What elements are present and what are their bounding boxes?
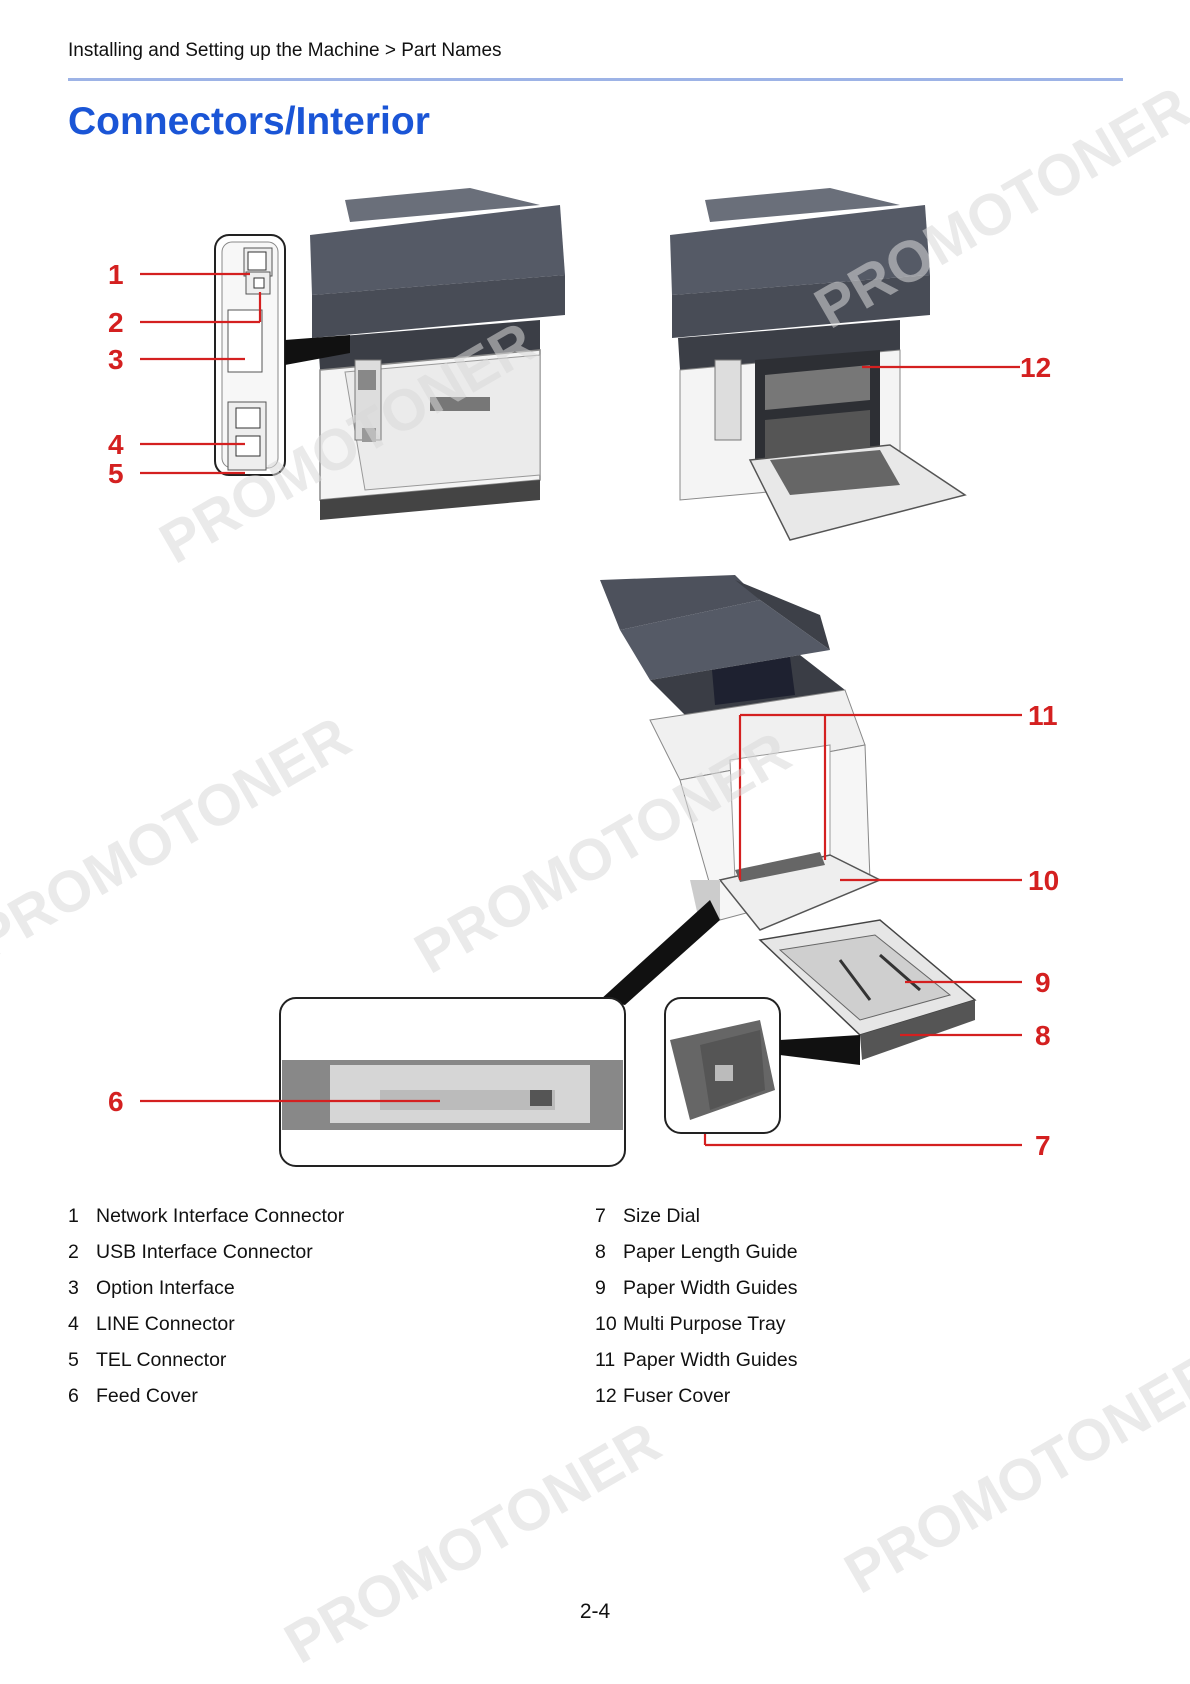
callout-8: 8 bbox=[1035, 1020, 1051, 1051]
legend-item: 6 Feed Cover bbox=[68, 1378, 344, 1414]
cassette-illustration bbox=[758, 919, 977, 1060]
watermark: PROMOTONER bbox=[834, 1339, 1190, 1606]
legend-item: 12 Fuser Cover bbox=[595, 1378, 798, 1414]
callout-10: 10 bbox=[1028, 865, 1059, 896]
legend-num: 2 bbox=[68, 1240, 79, 1263]
legend-item: 1 Network Interface Connector bbox=[68, 1198, 344, 1234]
breadcrumb: Installing and Setting up the Machine > … bbox=[68, 40, 502, 61]
callout-4: 4 bbox=[108, 429, 124, 460]
legend-label: Paper Length Guide bbox=[623, 1240, 798, 1263]
watermark: PROMOTONER bbox=[274, 1409, 671, 1676]
legend-num: 9 bbox=[595, 1276, 606, 1299]
size-dial-zoom bbox=[664, 997, 860, 1134]
legend-num: 6 bbox=[68, 1384, 79, 1407]
legend-label: Paper Width Guides bbox=[623, 1348, 798, 1371]
connector-panel-zoom bbox=[214, 234, 350, 476]
callout-5: 5 bbox=[108, 458, 124, 489]
legend-left: 1 Network Interface Connector 2 USB Interf… bbox=[68, 1198, 344, 1414]
callout-9: 9 bbox=[1035, 967, 1051, 998]
callout-11: 11 bbox=[1028, 700, 1058, 731]
callout-7: 7 bbox=[1035, 1130, 1051, 1161]
legend-item: 7 Size Dial bbox=[595, 1198, 798, 1234]
legend-label: TEL Connector bbox=[96, 1348, 227, 1371]
legend-num: 5 bbox=[68, 1348, 79, 1371]
page-number: 2-4 bbox=[579, 1600, 611, 1623]
legend-label: Size Dial bbox=[623, 1204, 700, 1227]
rear-printer-illustration bbox=[310, 188, 565, 520]
legend-num: 11 bbox=[595, 1348, 616, 1371]
page-title: Connectors/Interior bbox=[68, 100, 430, 143]
legend-item: 10 Multi Purpose Tray bbox=[595, 1306, 798, 1342]
parts-illustration: 1 2 3 4 5 12 bbox=[0, 160, 1190, 1180]
legend-label: Option Interface bbox=[96, 1276, 235, 1299]
legend-item: 11 Paper Width Guides bbox=[595, 1342, 798, 1378]
legend-num: 1 bbox=[68, 1204, 79, 1227]
feed-cover-zoom bbox=[279, 900, 720, 1167]
legend-label: Paper Width Guides bbox=[623, 1276, 798, 1299]
legend-num: 8 bbox=[595, 1240, 606, 1263]
callout-12: 12 bbox=[1020, 352, 1051, 383]
header-rule bbox=[68, 78, 1123, 81]
legend-item: 9 Paper Width Guides bbox=[595, 1270, 798, 1306]
legend-num: 3 bbox=[68, 1276, 79, 1299]
rear-printer-open-illustration bbox=[670, 188, 967, 541]
callout-6: 6 bbox=[108, 1086, 124, 1117]
legend-label: Feed Cover bbox=[96, 1384, 198, 1407]
legend-label: USB Interface Connector bbox=[96, 1240, 313, 1263]
legend-num: 4 bbox=[68, 1312, 79, 1335]
legend-item: 8 Paper Length Guide bbox=[595, 1234, 798, 1270]
legend-item: 2 USB Interface Connector bbox=[68, 1234, 344, 1270]
legend-item: 3 Option Interface bbox=[68, 1270, 344, 1306]
legend-item: 5 TEL Connector bbox=[68, 1342, 344, 1378]
legend-label: Network Interface Connector bbox=[96, 1204, 345, 1227]
callout-1: 1 bbox=[108, 259, 124, 290]
callout-lines-left bbox=[140, 272, 262, 475]
callout-2: 2 bbox=[108, 307, 124, 338]
legend-num: 7 bbox=[595, 1204, 606, 1227]
legend-num: 12 bbox=[595, 1384, 617, 1407]
callout-3: 3 bbox=[108, 344, 124, 375]
legend-item: 4 LINE Connector bbox=[68, 1306, 344, 1342]
legend-label: Multi Purpose Tray bbox=[623, 1312, 786, 1335]
front-printer-illustration bbox=[600, 575, 882, 931]
legend-label: LINE Connector bbox=[96, 1312, 235, 1335]
legend-num: 10 bbox=[595, 1312, 617, 1335]
legend-label: Fuser Cover bbox=[623, 1384, 731, 1407]
